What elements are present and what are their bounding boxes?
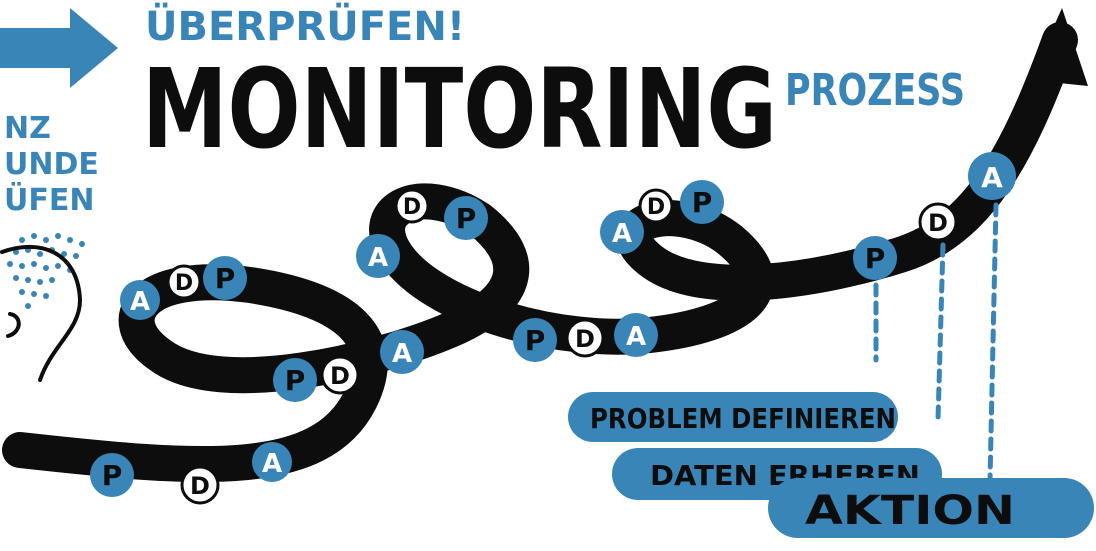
marker-d: D [565,318,605,358]
marker-a: A [252,442,292,482]
marker-letter: P [215,262,236,295]
head-outline-icon [0,244,83,382]
marker-letter: D [403,195,421,220]
marker-letter: D [647,195,665,220]
marker-a: A [356,234,400,278]
arrow-head-icon [1030,8,1088,86]
marker-d: D [320,355,360,395]
marker-letter: A [130,287,150,317]
marker-a: A [614,313,658,357]
marker-a: A [968,152,1016,200]
marker-a: A [380,330,424,374]
marker-letter: P [456,202,477,235]
marker-letter: P [285,364,306,397]
marker-letter: P [692,186,713,219]
marker-d: D [394,188,430,224]
marker-letter: D [928,209,948,237]
marker-p: P [680,180,724,224]
marker-letter: A [392,339,412,369]
marker-a: A [600,210,644,254]
marker-p: P [513,318,557,362]
problem-banner: PROBLEM DEFINIEREN [568,392,898,442]
marker-p: P [90,453,134,497]
marker-letter: A [612,219,632,249]
ear-mark-icon [6,312,21,338]
action-label: AKTION [805,488,1015,534]
left-fragment-line-3: ÜFEN [4,181,94,218]
marker-letter: D [175,271,193,296]
marker-p: P [853,236,897,280]
problem-label: PROBLEM DEFINIEREN [590,402,896,435]
page-title: MONITORING [142,45,777,173]
marker-letter: P [102,459,123,492]
marker-p: P [444,196,488,240]
marker-a: A [120,280,160,320]
marker-d: D [918,202,958,242]
marker-letter: P [865,242,886,275]
marker-letter: A [368,243,388,273]
marker-letter: A [981,161,1003,194]
marker-letter: D [575,325,595,353]
blue-arrow-icon [0,8,118,88]
check-label: ÜBERPRÜFEN! [145,2,465,50]
left-fragment-line-1: NZ [4,111,51,146]
marker-p: P [203,256,247,300]
marker-letter: D [190,472,210,500]
marker-p: P [273,358,317,402]
marker-d: D [166,264,202,300]
pda-markers: P D A P D A A D [90,152,1016,505]
page-subtitle: PROZESS [785,65,965,116]
connector-lines [873,202,999,483]
marker-d: D [180,465,220,505]
action-banner: AKTION [768,478,1094,538]
marker-d: D [638,188,674,224]
marker-letter: A [262,449,282,479]
marker-letter: P [525,324,546,357]
marker-letter: A [626,322,646,352]
left-fragment-line-2: UNDE [4,147,99,182]
marker-letter: D [330,362,350,390]
